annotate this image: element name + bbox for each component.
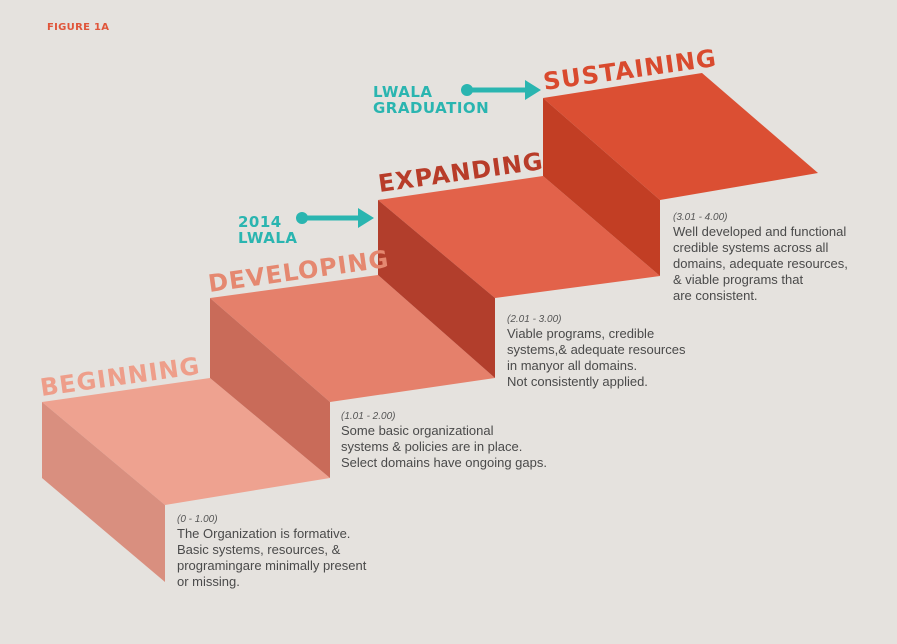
step-beginning-front [42, 402, 165, 582]
step-developing [210, 275, 495, 478]
marker-2014-arrow [296, 208, 374, 228]
step-developing-top [210, 275, 495, 402]
stage-range-beginning: (0 - 1.00) [177, 514, 218, 525]
step-expanding-front [378, 200, 495, 378]
step-sustaining-front [543, 98, 660, 276]
step-developing-front [210, 298, 330, 478]
stage-description-expanding: (2.01 - 3.00) Viable programs, credible … [507, 314, 747, 390]
marker-2014-line1: 2014 [238, 213, 282, 231]
step-sustaining-top [543, 73, 818, 200]
step-expanding-top [378, 176, 660, 298]
stage-range-sustaining: (3.01 - 4.00) [673, 212, 728, 223]
step-beginning [42, 378, 330, 582]
marker-graduation-line2: GRADUATION [373, 99, 490, 117]
stage-text-sustaining: Well developed and functional credible s… [673, 224, 848, 303]
stage-description-sustaining: (3.01 - 4.00) Well developed and functio… [673, 212, 888, 304]
marker-2014-line2: LWALA [238, 229, 298, 247]
figure-label: FIGURE 1A [47, 22, 110, 33]
stage-text-developing: Some basic organizational systems & poli… [341, 423, 547, 470]
step-sustaining [543, 73, 818, 276]
marker-graduation-line1: LWALA [373, 83, 433, 101]
step-expanding [378, 176, 660, 378]
stage-description-developing: (1.01 - 2.00) Some basic organizational … [341, 411, 601, 471]
step-beginning-top [42, 378, 330, 505]
marker-graduation-label: LWALA GRADUATION [373, 84, 489, 116]
marker-2014-label: 2014 LWALA [238, 214, 298, 246]
stage-range-developing: (1.01 - 2.00) [341, 411, 396, 422]
stage-description-beginning: (0 - 1.00) The Organization is formative… [177, 514, 427, 590]
stage-text-beginning: The Organization is formative. Basic sys… [177, 526, 367, 589]
marker-graduation-arrow [461, 80, 541, 100]
stage-range-expanding: (2.01 - 3.00) [507, 314, 562, 325]
stage-text-expanding: Viable programs, credible systems,& adeq… [507, 326, 686, 389]
